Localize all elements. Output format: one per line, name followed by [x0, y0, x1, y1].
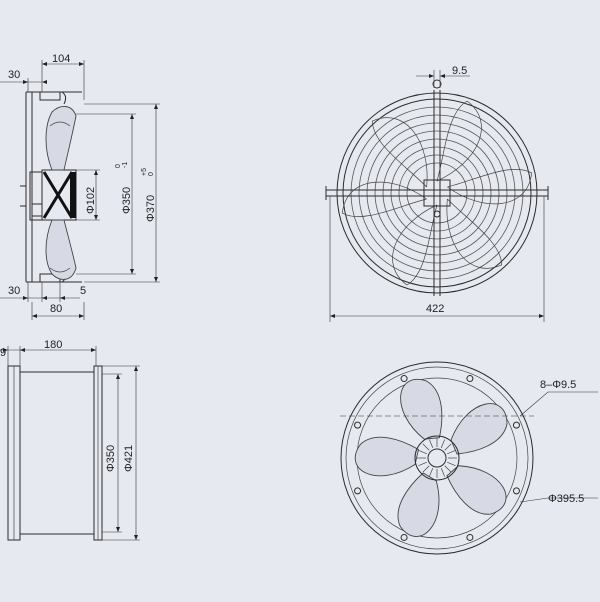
hub-fin [429, 439, 434, 448]
guard-side-outline [25, 91, 82, 283]
dim-housing-outer: Φ421 [123, 445, 135, 472]
front-guard-view: 9.5 422 [325, 65, 549, 322]
hub-fin [418, 461, 427, 466]
dim-width: 422 [426, 303, 444, 315]
guard-ring [342, 98, 532, 288]
rear-motor-hub [414, 435, 460, 481]
dim-housing-depth: 180 [44, 339, 62, 351]
dim-top-flange: 30 [8, 69, 20, 81]
mount-tabs [20, 185, 26, 207]
hub-fin [422, 465, 430, 473]
rear-blade [450, 403, 508, 455]
rear-mounting-hole [354, 421, 362, 429]
housing-front-flange [7, 365, 21, 541]
side-view-dimensions: 104 30 30 5 80 Φ102 Φ350 0 -1 Φ370 +5 0 [0, 53, 160, 320]
guard-ring [390, 146, 484, 240]
guard-ring [366, 122, 508, 264]
hole-circle-leader [519, 497, 598, 503]
housing-flange-edge [13, 366, 99, 540]
guard-crossbar-vertical [433, 90, 441, 296]
hub-fin [447, 461, 456, 466]
hub-fin [447, 450, 456, 455]
side-view [20, 91, 82, 283]
dim-blade-tol-upper: 0 [115, 164, 122, 168]
dim-guard-tol-lower: 0 [148, 172, 155, 176]
guard-ring [336, 92, 538, 294]
hub-fin [444, 443, 452, 451]
rear-mounting-hole [512, 487, 520, 495]
blade-lower-side [45, 219, 77, 280]
guard-top-ring [432, 79, 442, 89]
rear-blade [400, 378, 443, 440]
guard-ring [358, 114, 516, 272]
housing-body [20, 371, 94, 535]
shaft [31, 203, 43, 217]
dim-housing-flange: 9 [0, 347, 6, 359]
hub-fin [444, 465, 452, 473]
rear-mounting-hole [466, 533, 474, 541]
guard-blade-outline [341, 181, 427, 217]
hub-fin [422, 443, 430, 451]
blade-upper-side [45, 106, 77, 171]
guard-ring [374, 130, 500, 256]
guard-blade-outlines [341, 100, 533, 286]
guard-blade-outline [446, 198, 503, 269]
dim-blade-tol-lower: -1 [122, 162, 129, 168]
rear-mounting-hole [512, 421, 520, 429]
rear-mounting-hole [466, 375, 474, 383]
dim-hub: Φ102 [85, 187, 97, 214]
rear-mounting-holes [354, 375, 520, 541]
dim-bottom-flange: 30 [8, 285, 20, 297]
hub-fin [440, 439, 445, 448]
guard-blade-outline [392, 204, 438, 286]
hub-fin [440, 468, 445, 477]
rear-blade [397, 472, 440, 537]
dim-holes: 8–Φ9.5 [540, 379, 576, 391]
hub-fin [429, 468, 434, 477]
rear-blades [354, 378, 508, 537]
dim-top-width: 104 [52, 53, 70, 65]
rear-outer-ring [340, 361, 534, 555]
blade-detail [49, 121, 71, 273]
guard-blade-outline [371, 117, 428, 188]
guard-ring [382, 138, 492, 248]
guard-ring [398, 154, 476, 232]
dim-guard: Φ370 [145, 195, 157, 222]
guard-rings [336, 92, 538, 294]
guard-ring [406, 162, 468, 224]
rear-mounting-hole [400, 375, 408, 383]
rear-blade [354, 436, 419, 477]
rear-blade [446, 465, 507, 515]
housing-view: 9 180 Φ350 Φ421 [0, 339, 140, 541]
holes-leader [519, 391, 598, 417]
rear-mounting-hole [354, 487, 362, 495]
rear-hub-center [427, 448, 447, 468]
guard-ring [350, 106, 524, 280]
guard-blade-outline [447, 169, 533, 205]
dim-bottom-offset: 5 [80, 285, 86, 297]
dim-hole-circle: Φ395.5 [548, 493, 584, 505]
dim-housing-inner: Φ350 [105, 445, 117, 472]
guard-center-bolt [433, 210, 441, 218]
dim-blade: Φ350 [121, 187, 133, 214]
motor-winding [42, 171, 74, 219]
dim-bar: 9.5 [452, 65, 467, 77]
rear-mounting-hole [400, 533, 408, 541]
rear-ring-inner [345, 366, 529, 550]
dim-guard-tol-upper: +5 [141, 168, 148, 176]
dim-bottom-depth: 80 [50, 303, 62, 315]
guard-blade-outline [436, 100, 482, 182]
rear-hub-fins [417, 438, 457, 478]
hub-fin [418, 450, 427, 455]
rear-view: 8–Φ9.5 Φ395.5 [340, 361, 598, 555]
guard-center-plate [423, 179, 451, 207]
guard-crossbar-horizontal [325, 186, 549, 200]
motor-end-cap [70, 172, 76, 218]
